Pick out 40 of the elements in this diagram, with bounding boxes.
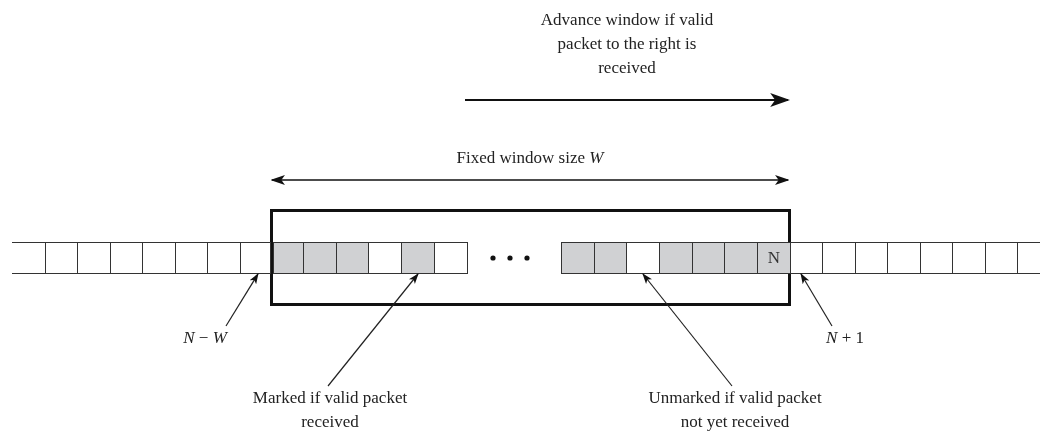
packet-slot	[401, 242, 435, 274]
packet-slot	[142, 242, 176, 274]
packet-slot	[594, 242, 628, 274]
packet-slot	[822, 242, 856, 274]
packet-slot	[692, 242, 726, 274]
packet-slot	[790, 242, 823, 274]
direction-label: Advance window if valid packet to the right is received	[539, 9, 715, 79]
packet-slot	[1017, 242, 1040, 274]
leader-line	[327, 273, 419, 387]
packet-slot	[303, 242, 337, 274]
packet-slot	[175, 242, 209, 274]
packet-slot	[887, 242, 921, 274]
packet-slot	[920, 242, 954, 274]
packet-slot: N	[757, 242, 791, 274]
callout-text: N − W	[160, 326, 250, 352]
packet-slot	[724, 242, 758, 274]
packet-slot	[110, 242, 144, 274]
packet-slot	[368, 242, 402, 274]
callout-text: Unmarked if valid packet not yet received	[640, 386, 830, 436]
packet-slot	[207, 242, 241, 274]
packet-slot	[45, 242, 79, 274]
packet-slot	[12, 242, 46, 274]
packet-slot	[855, 242, 889, 274]
callout-text: N + 1	[800, 326, 890, 352]
packet-slot	[77, 242, 111, 274]
packet-slot	[240, 242, 271, 274]
packet-slot	[952, 242, 986, 274]
packet-slot	[659, 242, 693, 274]
packet-slot	[561, 242, 595, 274]
packet-slot	[336, 242, 370, 274]
dimension-label: Fixed window size W	[455, 147, 606, 169]
leader-line	[642, 273, 733, 387]
leader-line	[800, 273, 833, 327]
callout-text: Marked if valid packet received	[250, 386, 410, 436]
packet-slot	[273, 242, 304, 274]
packet-slot	[434, 242, 468, 274]
leader-line	[225, 273, 259, 327]
packet-slot	[626, 242, 660, 274]
window-frame	[270, 209, 791, 306]
packet-slot	[985, 242, 1019, 274]
